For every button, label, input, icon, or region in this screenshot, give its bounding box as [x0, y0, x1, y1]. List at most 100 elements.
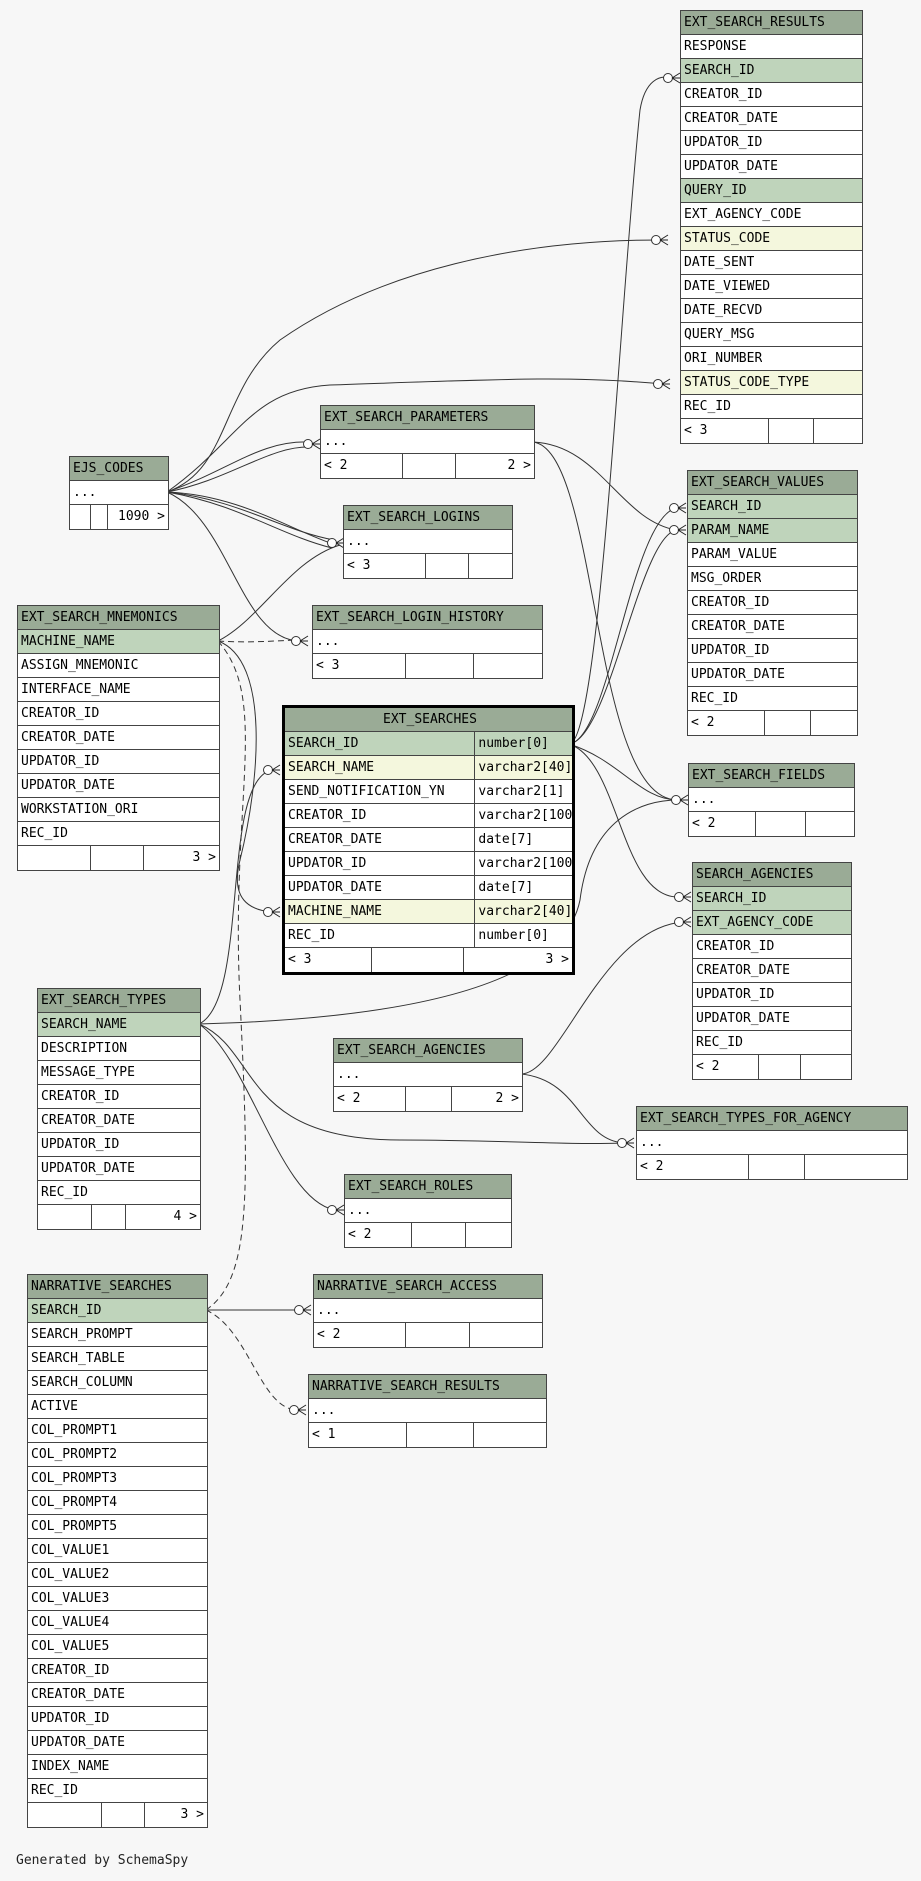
column-row-updator-date[interactable]: UPDATOR_DATE	[38, 1157, 200, 1181]
children-count[interactable]	[469, 1323, 542, 1347]
table-header[interactable]: EXT_SEARCH_LOGIN_HISTORY	[313, 606, 542, 630]
column-row-updator-id[interactable]: UPDATOR_ID	[688, 639, 857, 663]
children-count[interactable]	[800, 1055, 851, 1079]
children-count[interactable]: 3 >	[144, 1803, 207, 1827]
table-header[interactable]: SEARCH_AGENCIES	[693, 863, 851, 887]
column-row-col-prompt4[interactable]: COL_PROMPT4	[28, 1491, 207, 1515]
column-row-creator-date[interactable]: CREATOR_DATE	[18, 726, 219, 750]
column-row-ori-number[interactable]: ORI_NUMBER	[681, 347, 862, 371]
parents-count[interactable]: < 2	[317, 1327, 341, 1342]
column-row-response[interactable]: RESPONSE	[681, 35, 862, 59]
column-row-creator-id[interactable]: CREATOR_ID	[38, 1085, 200, 1109]
children-count[interactable]: 1090 >	[107, 505, 168, 529]
parents-count[interactable]: < 1	[312, 1427, 336, 1442]
parents-count[interactable]	[70, 505, 90, 529]
column-row-col-prompt3[interactable]: COL_PROMPT3	[28, 1467, 207, 1491]
table-header[interactable]: EJS_CODES	[70, 457, 168, 481]
column-row-updator-id[interactable]: UPDATOR_ID	[681, 131, 862, 155]
table-header[interactable]: EXT_SEARCH_TYPES_FOR_AGENCY	[637, 1107, 907, 1131]
children-count[interactable]	[813, 419, 862, 443]
column-row-col-value4[interactable]: COL_VALUE4	[28, 1611, 207, 1635]
children-count[interactable]	[464, 1223, 511, 1247]
column-row-date-sent[interactable]: DATE_SENT	[681, 251, 862, 275]
column-row-col-prompt1[interactable]: COL_PROMPT1	[28, 1419, 207, 1443]
column-row-updator-date[interactable]: UPDATOR_DATE	[688, 663, 857, 687]
column-row-interface-name[interactable]: INTERFACE_NAME	[18, 678, 219, 702]
table-header[interactable]: EXT_SEARCH_AGENCIES	[334, 1039, 522, 1063]
children-count[interactable]	[804, 1155, 907, 1179]
column-row-creator-id[interactable]: CREATOR_ID	[28, 1659, 207, 1683]
table-ext-search-fields[interactable]: EXT_SEARCH_FIELDS...< 2	[688, 763, 855, 837]
column-row-search-prompt[interactable]: SEARCH_PROMPT	[28, 1323, 207, 1347]
column-row-col-value1[interactable]: COL_VALUE1	[28, 1539, 207, 1563]
table-ext-search-types-for-agency[interactable]: EXT_SEARCH_TYPES_FOR_AGENCY... < 2	[636, 1106, 908, 1180]
column-row-updator-date[interactable]: UPDATOR_DATE	[28, 1731, 207, 1755]
column-row-date-viewed[interactable]: DATE_VIEWED	[681, 275, 862, 299]
column-row-search-table[interactable]: SEARCH_TABLE	[28, 1347, 207, 1371]
column-row-updator-date[interactable]: UPDATOR_DATE	[681, 155, 862, 179]
column-row-rec-id[interactable]: REC_ID	[688, 687, 857, 711]
column-row-date-recvd[interactable]: DATE_RECVD	[681, 299, 862, 323]
column-row-search-id[interactable]: SEARCH_ID	[693, 887, 851, 911]
collapsed-columns-row[interactable]: ...	[309, 1399, 546, 1423]
collapsed-columns-row[interactable]: ...	[321, 430, 534, 454]
table-narrative-search-results[interactable]: NARRATIVE_SEARCH_RESULTS... < 1	[308, 1374, 547, 1448]
column-row-workstation-ori[interactable]: WORKSTATION_ORI	[18, 798, 219, 822]
table-header[interactable]: EXT_SEARCH_ROLES	[345, 1175, 511, 1199]
table-header[interactable]: EXT_SEARCH_TYPES	[38, 989, 200, 1013]
column-row-ext-agency-code[interactable]: EXT_AGENCY_CODE	[693, 911, 851, 935]
column-row-creator-id[interactable]: CREATOR_ID	[681, 83, 862, 107]
column-row-updator-id[interactable]: UPDATOR_ID	[18, 750, 219, 774]
collapsed-columns-row[interactable]: ...	[637, 1131, 907, 1155]
column-row-rec-id[interactable]: REC_ID	[28, 1779, 207, 1803]
table-header[interactable]: EXT_SEARCH_RESULTS	[681, 11, 862, 35]
table-ext-search-roles[interactable]: EXT_SEARCH_ROLES...< 2	[344, 1174, 512, 1248]
column-row-creator-id[interactable]: CREATOR_ID	[688, 591, 857, 615]
column-row-creator-id[interactable]: CREATOR_ID	[18, 702, 219, 726]
column-row-index-name[interactable]: INDEX_NAME	[28, 1755, 207, 1779]
table-header[interactable]: EXT_SEARCH_VALUES	[688, 471, 857, 495]
table-header[interactable]: EXT_SEARCH_FIELDS	[689, 764, 854, 788]
table-header[interactable]: EXT_SEARCHES	[285, 708, 572, 732]
table-header[interactable]: EXT_SEARCH_MNEMONICS	[18, 606, 219, 630]
column-row-updator-id[interactable]: UPDATOR_ID	[38, 1133, 200, 1157]
parents-count[interactable]: < 2	[692, 816, 716, 831]
column-row-rec-id[interactable]: REC_ID	[681, 395, 862, 419]
column-row-param-value[interactable]: PARAM_VALUE	[688, 543, 857, 567]
table-header[interactable]: NARRATIVE_SEARCH_ACCESS	[314, 1275, 542, 1299]
column-row-rec-id[interactable]: REC_ID	[38, 1181, 200, 1205]
collapsed-columns-row[interactable]: ...	[70, 481, 168, 505]
parents-count[interactable]	[18, 846, 90, 870]
column-row-col-value3[interactable]: COL_VALUE3	[28, 1587, 207, 1611]
column-row-updator-id[interactable]: UPDATOR_ID	[28, 1707, 207, 1731]
children-count[interactable]: 2 >	[455, 454, 534, 478]
column-row-search-id[interactable]: SEARCH_ID	[681, 59, 862, 83]
column-row-query-msg[interactable]: QUERY_MSG	[681, 323, 862, 347]
column-row-creator-date[interactable]: CREATOR_DATE	[688, 615, 857, 639]
column-row-description[interactable]: DESCRIPTION	[38, 1037, 200, 1061]
children-count[interactable]	[468, 554, 512, 578]
column-row-query-id[interactable]: QUERY_ID	[681, 179, 862, 203]
parents-count[interactable]: < 3	[347, 558, 371, 573]
column-row-updator-date[interactable]: UPDATOR_DATE	[693, 1007, 851, 1031]
children-count[interactable]: 3 >	[462, 948, 572, 972]
children-count[interactable]: 4 >	[125, 1205, 200, 1229]
table-narrative-search-access[interactable]: NARRATIVE_SEARCH_ACCESS...< 2	[313, 1274, 543, 1348]
column-row-status-code-type[interactable]: STATUS_CODE_TYPE	[681, 371, 862, 395]
children-count[interactable]	[804, 812, 855, 836]
column-row-col-value2[interactable]: COL_VALUE2	[28, 1563, 207, 1587]
parents-count[interactable]: < 2	[640, 1159, 664, 1174]
column-row-search-id[interactable]: SEARCH_ID	[688, 495, 857, 519]
table-header[interactable]: NARRATIVE_SEARCH_RESULTS	[309, 1375, 546, 1399]
